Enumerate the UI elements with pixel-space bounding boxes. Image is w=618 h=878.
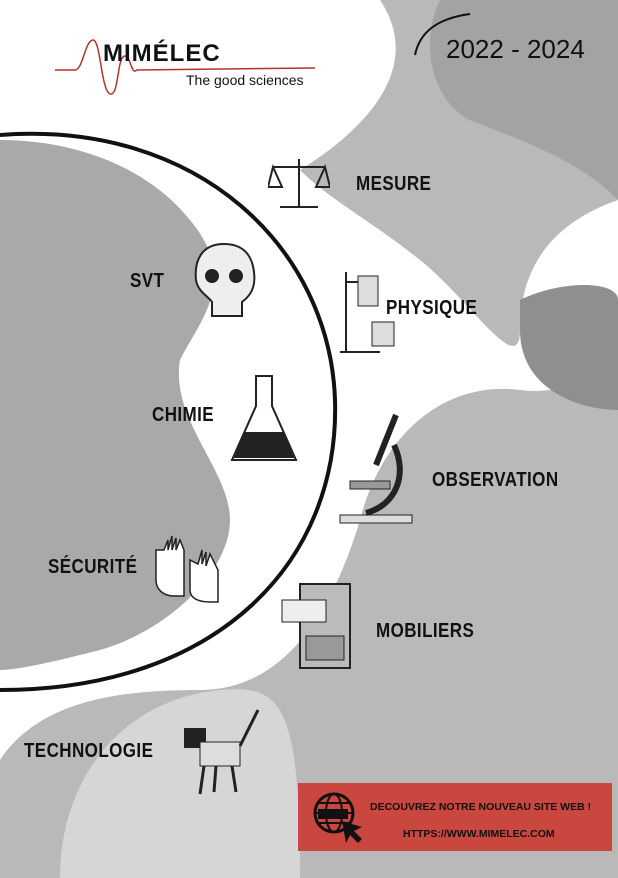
lab-stand-icon xyxy=(340,272,395,353)
category-chimie[interactable]: CHIMIE xyxy=(152,404,215,426)
www-globe-icon xyxy=(313,792,362,843)
category-technologie[interactable]: TECHNOLOGIE xyxy=(24,740,154,762)
category-mesure[interactable]: MESURE xyxy=(356,173,432,195)
category-physique[interactable]: PHYSIQUE xyxy=(386,297,478,319)
tagline: The good sciences xyxy=(186,72,304,88)
category-observation[interactable]: OBSERVATION xyxy=(432,469,559,491)
category-securite[interactable]: SÉCURITÉ xyxy=(48,556,138,578)
category-mobiliers[interactable]: MOBILIERS xyxy=(376,620,475,642)
microscope-icon xyxy=(339,413,413,524)
filing-cabinet-icon xyxy=(281,583,351,669)
category-svt[interactable]: SVT xyxy=(130,270,165,292)
banner-headline: DECOUVREZ NOTRE NOUVEAU SITE WEB ! xyxy=(370,801,592,813)
flask-icon xyxy=(230,375,298,461)
brand-name: MIMÉLEC xyxy=(103,40,221,67)
skull-icon xyxy=(194,242,256,317)
catalog-years: 2022 - 2024 xyxy=(446,34,585,64)
robot-dog-icon xyxy=(184,709,260,795)
logo-wave-icon xyxy=(55,39,315,95)
gloves-icon xyxy=(155,535,219,603)
scale-icon xyxy=(268,159,330,208)
website-banner[interactable]: DECOUVREZ NOTRE NOUVEAU SITE WEB ! HTTPS… xyxy=(298,783,612,851)
website-link[interactable]: HTTPS://WWW.MIMELEC.COM xyxy=(403,828,555,840)
